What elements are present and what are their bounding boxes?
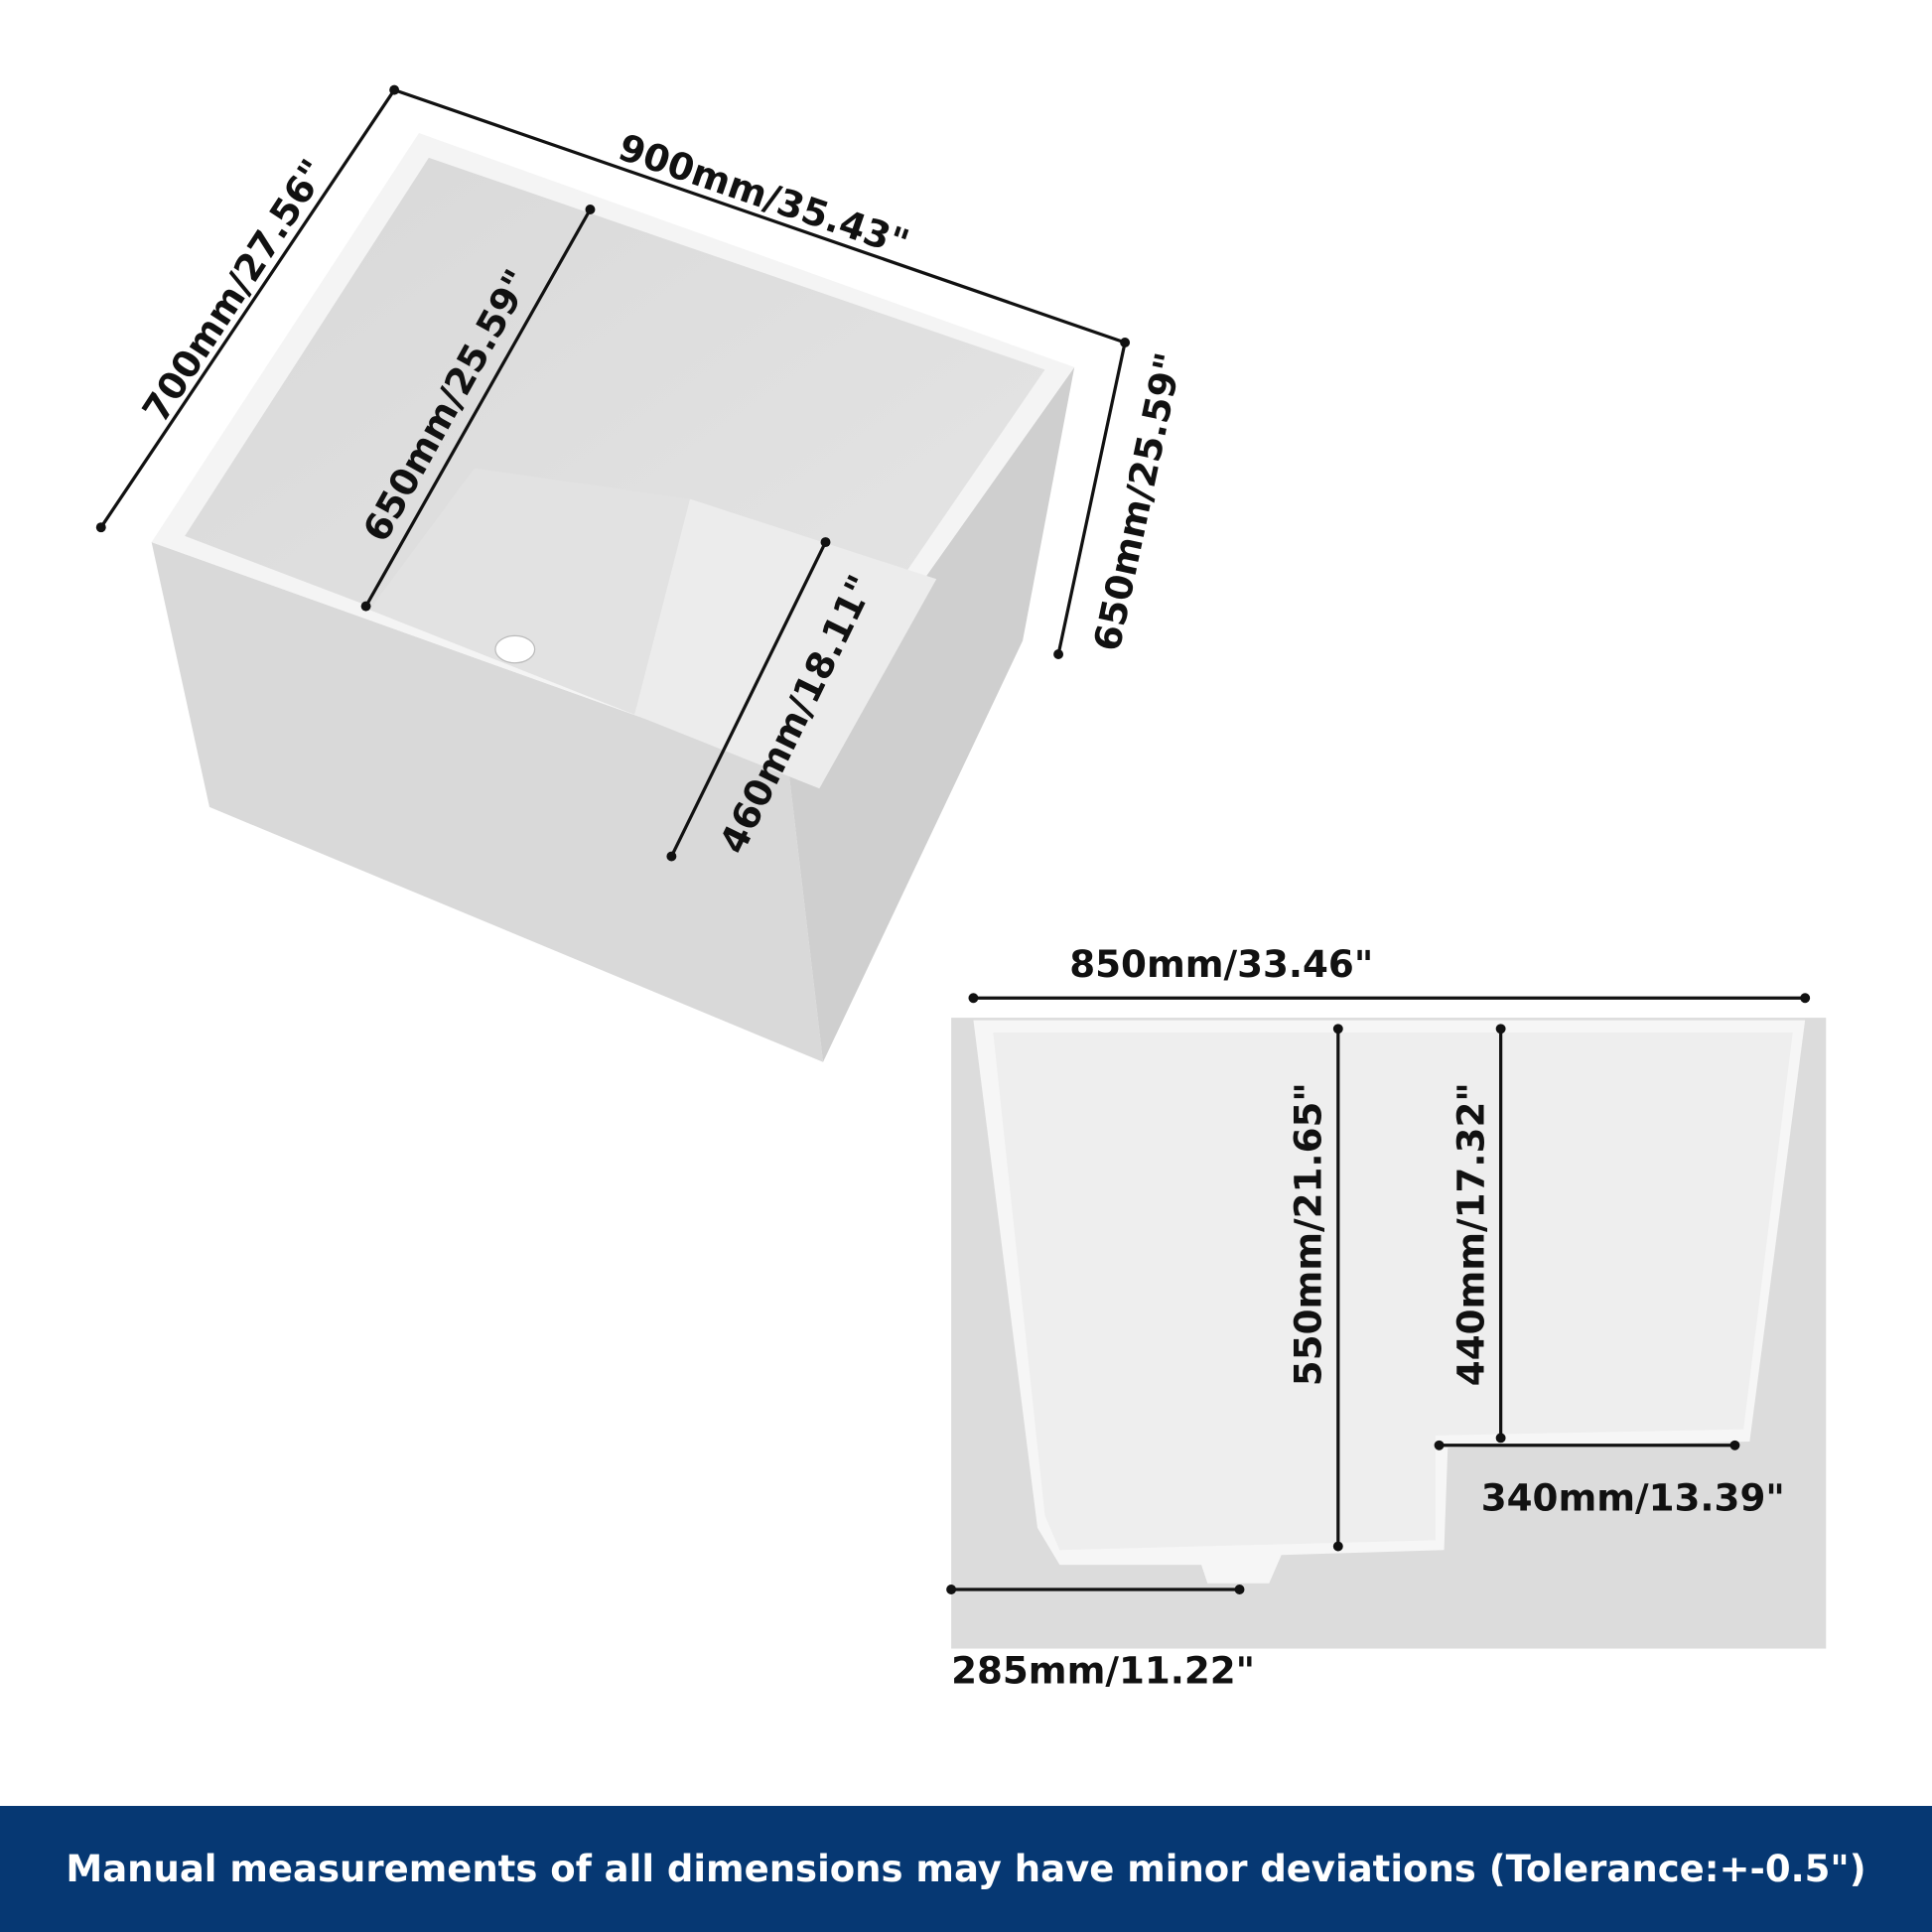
inner-depth-label: 550mm/21.65"	[1286, 1082, 1329, 1386]
height-label: 650mm/25.59"	[1085, 348, 1191, 654]
drain-icon	[494, 634, 536, 664]
drain-offset-label: 285mm/11.22"	[951, 1648, 1255, 1692]
seat-height-label: 440mm/17.32"	[1449, 1082, 1492, 1386]
tub-isometric	[151, 133, 1075, 1062]
seat-width-label: 340mm/13.39"	[1481, 1476, 1785, 1520]
tub-side-view	[951, 1018, 1827, 1649]
footer-banner: Manual measurements of all dimensions ma…	[0, 1806, 1932, 1932]
dimension-lines-top	[95, 84, 1131, 862]
dimension-lines-side	[946, 993, 1811, 1594]
top-width-label: 850mm/33.46"	[1069, 942, 1373, 986]
tolerance-note: Manual measurements of all dimensions ma…	[66, 1848, 1866, 1890]
